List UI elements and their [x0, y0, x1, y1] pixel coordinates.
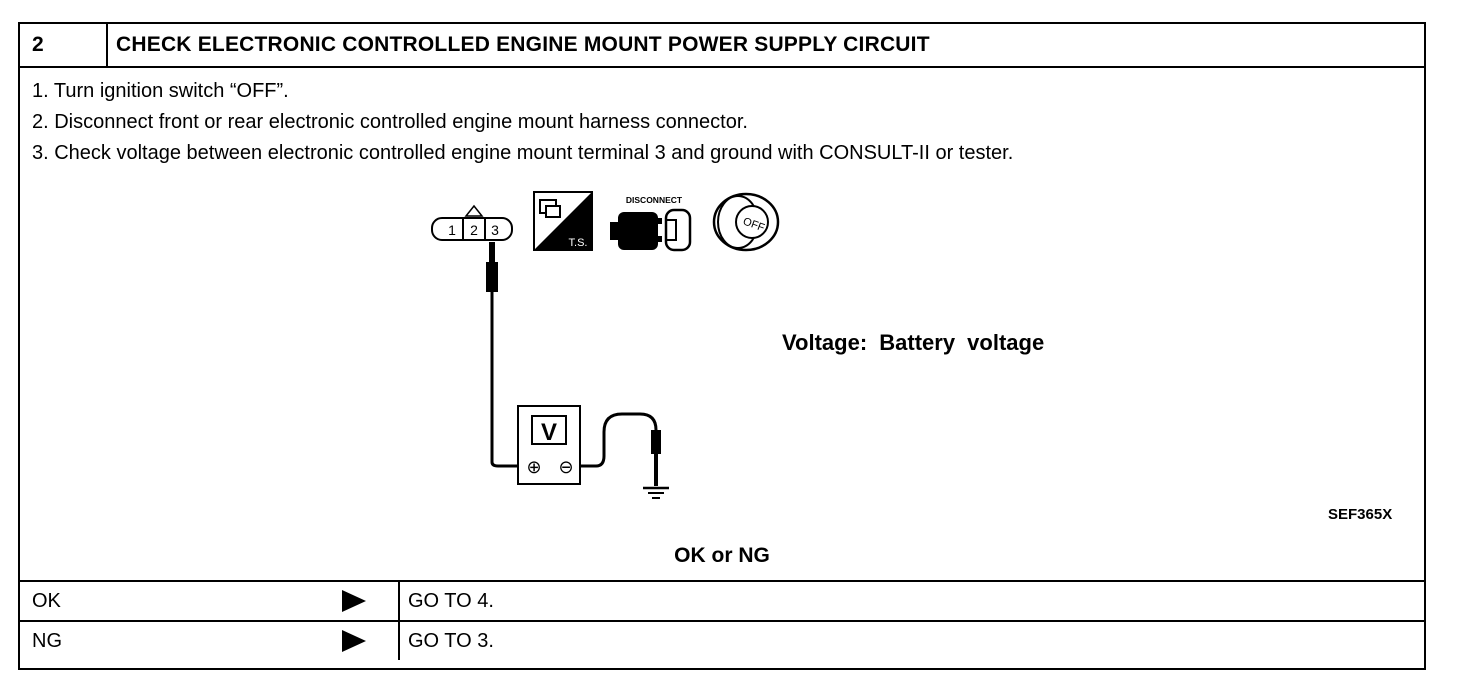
- outcome-row-ng: NG GO TO 3.: [20, 620, 1424, 660]
- row-divider: [398, 622, 400, 660]
- header-divider: [106, 24, 108, 66]
- test-probe-wiring: [486, 242, 661, 486]
- harness-connector-icon: 1 2 3: [431, 204, 513, 241]
- ts-label: T.S.: [569, 237, 588, 249]
- ignition-key-off-icon: OFF: [712, 192, 780, 252]
- instruction-1: 1. Turn ignition switch “OFF”.: [32, 80, 289, 102]
- procedure-frame: 2 CHECK ELECTRONIC CONTROLLED ENGINE MOU…: [18, 22, 1426, 670]
- right-arrow-icon: [342, 590, 366, 612]
- outcome-label: NG: [32, 630, 62, 652]
- instruction-list: 1. Turn ignition switch “OFF”. 2. Discon…: [32, 76, 1013, 169]
- outcome-action: GO TO 4.: [408, 590, 494, 612]
- step-title: CHECK ELECTRONIC CONTROLLED ENGINE MOUNT…: [116, 33, 930, 56]
- step-number: 2: [32, 33, 44, 56]
- instruction-3: 3. Check voltage between electronic cont…: [32, 142, 1014, 164]
- plus-terminal-label: ⊕: [526, 457, 541, 478]
- terminal-side-icon: T.S.: [533, 191, 593, 251]
- voltmeter-icon: V ⊕ ⊖: [517, 405, 581, 485]
- step-header: 2 CHECK ELECTRONIC CONTROLLED ENGINE MOU…: [20, 24, 1424, 68]
- disconnect-icon: DISCONNECT: [610, 195, 692, 252]
- decision-prompt: OK or NG: [674, 544, 770, 567]
- instruction-2: 2. Disconnect front or rear electronic c…: [32, 111, 748, 133]
- outcome-row-ok: OK GO TO 4.: [20, 580, 1424, 620]
- minus-terminal-label: ⊖: [558, 457, 573, 478]
- terminal-1-label: 1: [448, 222, 456, 238]
- meter-label: V: [541, 419, 557, 446]
- figure-id: SEF365X: [1328, 506, 1393, 523]
- outcome-action: GO TO 3.: [408, 630, 494, 652]
- ground-symbol-icon: [643, 486, 669, 499]
- right-arrow-icon: [342, 630, 366, 652]
- specification-text: Voltage: Battery voltage: [782, 330, 1045, 355]
- outcome-label: OK: [32, 590, 61, 612]
- row-divider: [398, 582, 400, 620]
- disconnect-label: DISCONNECT: [626, 195, 683, 205]
- terminal-3-label: 3: [491, 222, 499, 238]
- terminal-2-label: 2: [470, 222, 478, 238]
